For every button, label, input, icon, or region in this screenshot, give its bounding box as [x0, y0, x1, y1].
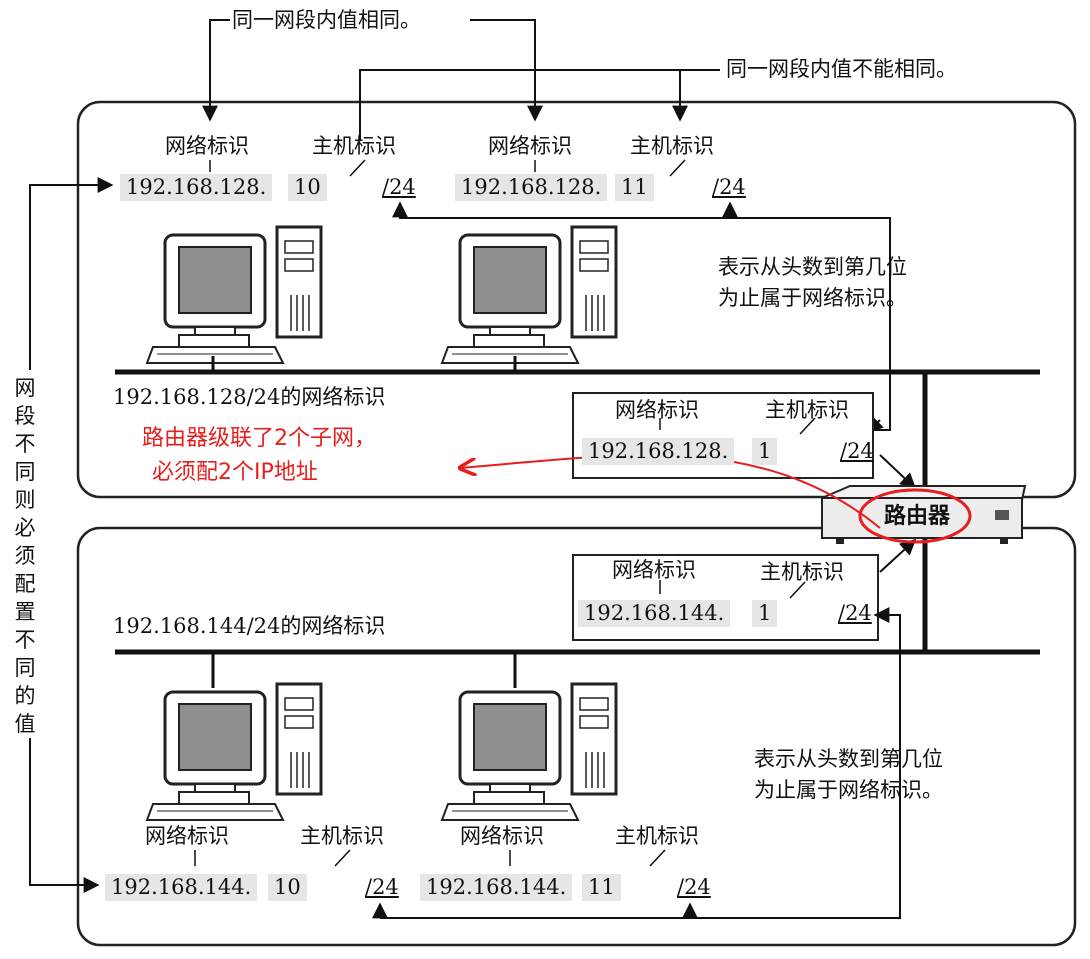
- top-host1-network-value: 192.168.128.: [120, 174, 272, 201]
- top-host1-host-value: 10: [288, 174, 327, 201]
- top-host2-host-label: 主机标识: [630, 136, 714, 157]
- top-host2-network-label: 网络标识: [488, 136, 572, 157]
- bottom-router-network-label: 网络标识: [612, 560, 696, 581]
- top-host1-network-label: 网络标识: [165, 136, 249, 157]
- segment-side-line-bottom: [30, 720, 98, 885]
- router-label: 路由器: [884, 505, 950, 527]
- bottom-host1-host-label: 主机标识: [300, 826, 384, 847]
- bottom-segment-caption: 192.168.144/24的网络标识: [113, 616, 385, 637]
- top-router-network-label: 网络标识: [615, 400, 699, 421]
- different-value-callout: 同一网段内值不能相同。: [726, 59, 957, 80]
- bottom-host2-network-label: 网络标识: [460, 826, 544, 847]
- bottom-host2-host-value: 11: [582, 874, 621, 901]
- top-router-host-value: 1: [752, 438, 777, 465]
- top-host2-prefix: /24: [712, 177, 746, 198]
- bottom-router-prefix: /24: [838, 603, 872, 624]
- top-router-prefix: /24: [840, 441, 874, 462]
- top-prefix-note: 表示从头数到第几位 为止属于网络标识。: [718, 252, 907, 314]
- top-router-network-value: 192.168.128.: [582, 438, 734, 465]
- bottom-host2-prefix: /24: [677, 877, 711, 898]
- bottom-host1-prefix: /24: [365, 877, 399, 898]
- top-host1-prefix: /24: [382, 177, 416, 198]
- router-annotation-line2: 必须配2个IP地址: [152, 462, 318, 484]
- top-segment-caption: 192.168.128/24的网络标识: [113, 387, 385, 408]
- bottom-host2-host-label: 主机标识: [615, 826, 699, 847]
- top-host2-host-value: 11: [615, 174, 654, 201]
- same-value-line: [210, 20, 230, 120]
- segment-side-line-top: [30, 185, 112, 370]
- bottom-router-network-value: 192.168.144.: [578, 600, 730, 627]
- bottom-router-host-label: 主机标识: [760, 562, 844, 583]
- different-value-line: [360, 70, 720, 140]
- bottom-router-host-value: 1: [752, 600, 777, 627]
- top-host1-host-label: 主机标识: [312, 136, 396, 157]
- top-host2-network-value: 192.168.128.: [455, 174, 607, 201]
- segment-side-callout: 网段不同则必须配置不同的值: [8, 374, 42, 738]
- bottom-host1-network-value: 192.168.144.: [105, 874, 257, 901]
- same-value-callout: 同一网段内值相同。: [232, 10, 421, 31]
- bottom-host1-host-value: 10: [268, 874, 307, 901]
- top-router-host-label: 主机标识: [765, 400, 849, 421]
- bottom-prefix-note: 表示从头数到第几位 为止属于网络标识。: [754, 744, 943, 806]
- bottom-host2-network-value: 192.168.144.: [420, 874, 572, 901]
- router-annotation-line1: 路由器级联了2个子网，: [142, 428, 376, 450]
- bottom-host1-network-label: 网络标识: [145, 826, 229, 847]
